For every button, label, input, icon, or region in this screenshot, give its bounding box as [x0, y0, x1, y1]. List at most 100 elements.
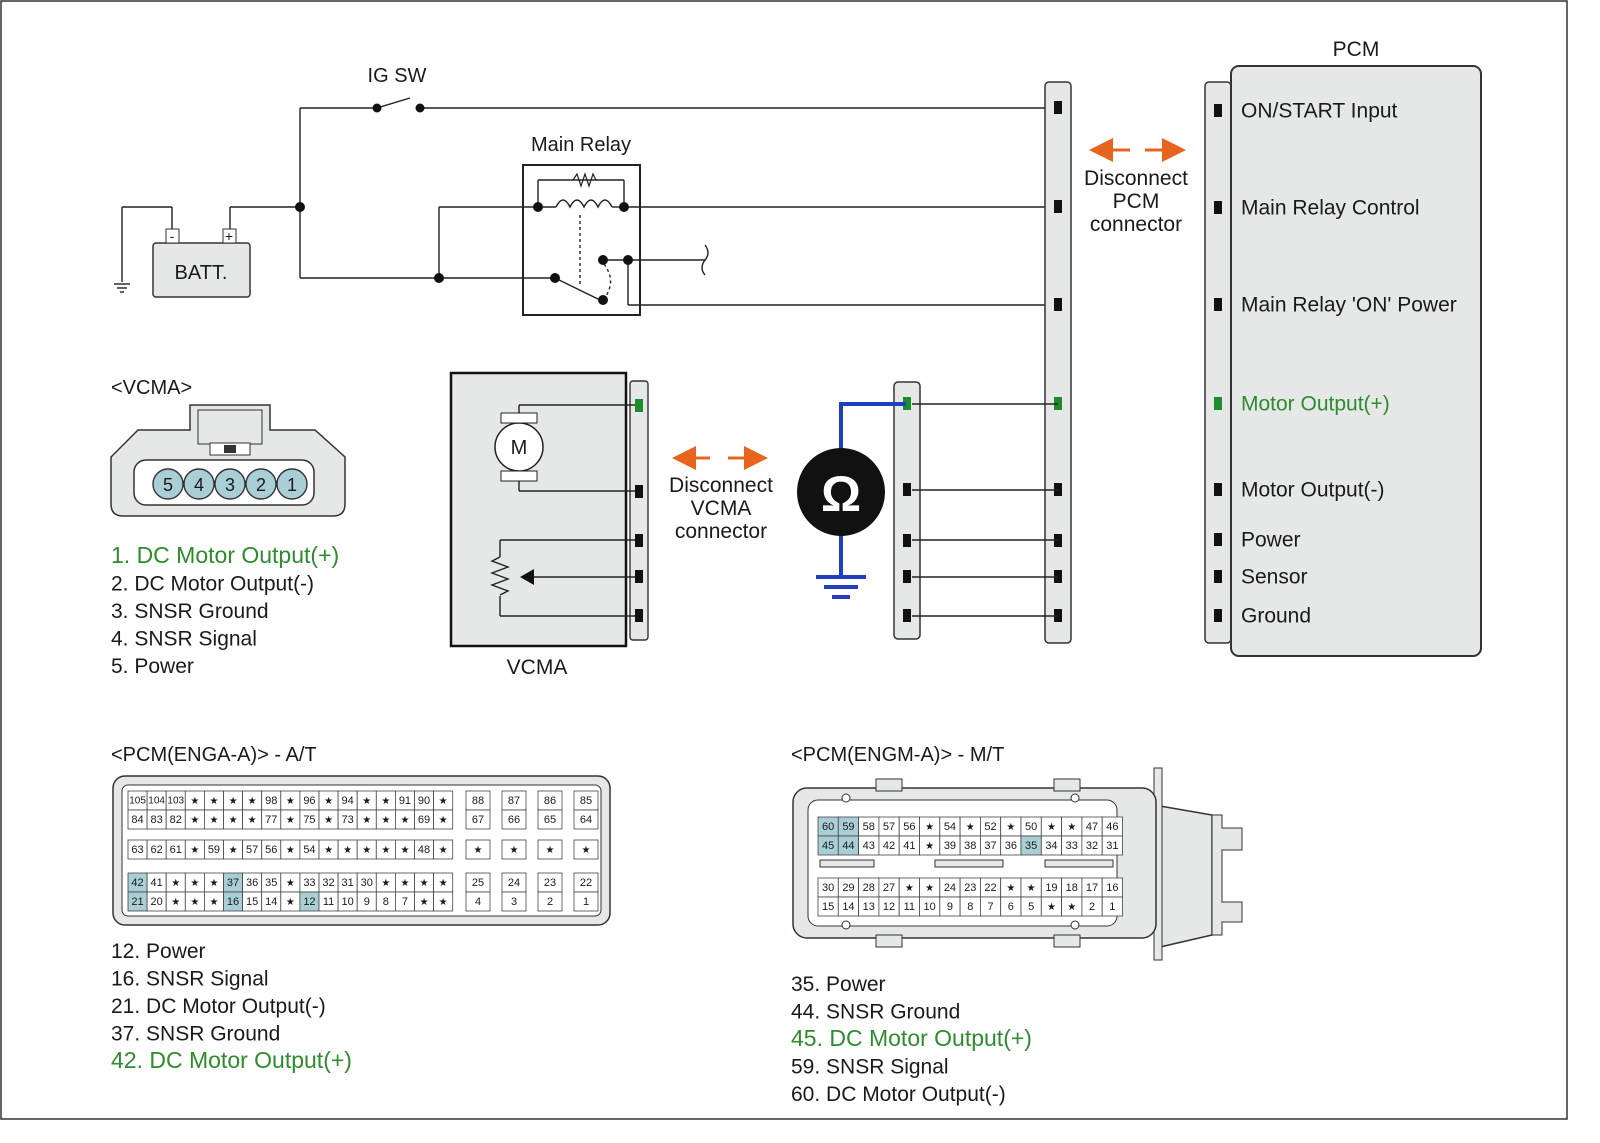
pin-number: 16 [1106, 882, 1118, 894]
pin-star: ★ [190, 878, 199, 889]
pin-legend-item: 5. Power [111, 655, 194, 678]
pin-number: 6 [1008, 901, 1014, 913]
pin-legend-item: 1. DC Motor Output(+) [111, 542, 339, 568]
pin-number: 96 [303, 795, 315, 807]
pin-cell [465, 891, 491, 912]
pin-number: 19 [1045, 882, 1057, 894]
vcma-connector-pin [183, 468, 215, 500]
pin-star: ★ [439, 897, 448, 908]
power-circuit [114, 97, 1055, 316]
pin-star: ★ [209, 878, 218, 889]
pcm-pin-marker [1214, 483, 1222, 496]
main-relay-label: Main Relay [531, 134, 631, 156]
pin-number: 54 [944, 821, 956, 833]
pin-star: ★ [381, 815, 390, 826]
pin-star: ★ [171, 878, 180, 889]
pin-number: 4 [475, 896, 481, 908]
pin-number: 30 [822, 882, 834, 894]
pin-number: 38 [964, 840, 976, 852]
pin-number: 37 [227, 877, 239, 889]
battery-plus-label: + [225, 228, 233, 244]
vcma-connector-pin [152, 468, 184, 500]
pin-number: 34 [1045, 840, 1057, 852]
pin-number: 44 [842, 840, 854, 852]
pin-cell [1101, 896, 1123, 917]
pcm-harness-connector [1044, 81, 1072, 644]
pin-number: 77 [265, 814, 277, 826]
pin-cell [465, 839, 491, 860]
pin-legend-item: 45. DC Motor Output(+) [791, 1025, 1032, 1051]
pin-number: 32 [322, 877, 334, 889]
pin-star: ★ [286, 845, 295, 856]
pin-star: ★ [420, 897, 429, 908]
pin-star: ★ [190, 897, 199, 908]
pin-star: ★ [248, 815, 257, 826]
pin-number: 94 [342, 795, 354, 807]
pin-number: 83 [151, 814, 163, 826]
pin-star: ★ [1047, 902, 1056, 913]
vcma-connector-pin [276, 468, 308, 500]
pin-star: ★ [229, 815, 238, 826]
harness-wires [912, 403, 1058, 617]
pin-star: ★ [905, 883, 914, 894]
pin-legend-item: 4. SNSR Signal [111, 628, 257, 651]
pin-number: 59 [208, 844, 220, 856]
pin-star: ★ [209, 815, 218, 826]
circuit-nodes [295, 103, 633, 305]
pin-number: 24 [508, 877, 520, 889]
pin-number: 42 [883, 840, 895, 852]
pin-number: 43 [863, 840, 875, 852]
pin-number: 36 [1005, 840, 1017, 852]
pcm-m-connector [792, 767, 1243, 961]
pin-legend-item: 37. SNSR Ground [111, 1023, 280, 1046]
vcma-connector-pin-number: 3 [225, 475, 235, 495]
pin-number: 15 [822, 901, 834, 913]
pin-number: 39 [944, 840, 956, 852]
pin-number: 98 [265, 795, 277, 807]
pin-number: 2 [1089, 901, 1095, 913]
pin-number: 57 [883, 821, 895, 833]
pin-number: 2 [547, 896, 553, 908]
pin-number: 7 [402, 896, 408, 908]
vcma-connector-pin [245, 468, 277, 500]
vcma-harness-connector [893, 381, 921, 640]
pin-number: 46 [1106, 821, 1118, 833]
pin-number: 69 [418, 814, 430, 826]
pin-number: 35 [1025, 840, 1037, 852]
pcm-pin-marker [1214, 201, 1222, 214]
pin-star: ★ [209, 796, 218, 807]
pin-number: 47 [1086, 821, 1098, 833]
pin-star: ★ [362, 815, 371, 826]
pin-legend-item: 44. SNSR Ground [791, 1001, 960, 1024]
pin-number: 33 [303, 877, 315, 889]
pin-number: 60 [822, 821, 834, 833]
pin-cell [537, 809, 563, 830]
pcm-pin-label: Power [1241, 529, 1301, 552]
pin-cell [573, 809, 599, 830]
pin-number: 50 [1025, 821, 1037, 833]
vcma-connector-pin [214, 468, 246, 500]
vcma-title: VCMA [507, 656, 568, 679]
pin-number: 57 [246, 844, 258, 856]
pin-star: ★ [286, 796, 295, 807]
pin-number: 7 [987, 901, 993, 913]
pin-legend-item: 2. DC Motor Output(-) [111, 573, 314, 596]
pin-cell [501, 809, 527, 830]
pcm-pin-label: Motor Output(-) [1241, 479, 1385, 502]
pin-number: 15 [246, 896, 258, 908]
pcm-pin-label: Main Relay Control [1241, 197, 1420, 220]
ohm-symbol: Ω [821, 466, 861, 522]
pin-star: ★ [209, 897, 218, 908]
pin-number: 1 [583, 896, 589, 908]
pin-star: ★ [966, 822, 975, 833]
pin-cell [433, 839, 454, 860]
pin-star: ★ [343, 845, 352, 856]
pcm-module [1230, 65, 1482, 657]
pin-star: ★ [229, 845, 238, 856]
pin-star: ★ [286, 897, 295, 908]
pin-star: ★ [1067, 902, 1076, 913]
